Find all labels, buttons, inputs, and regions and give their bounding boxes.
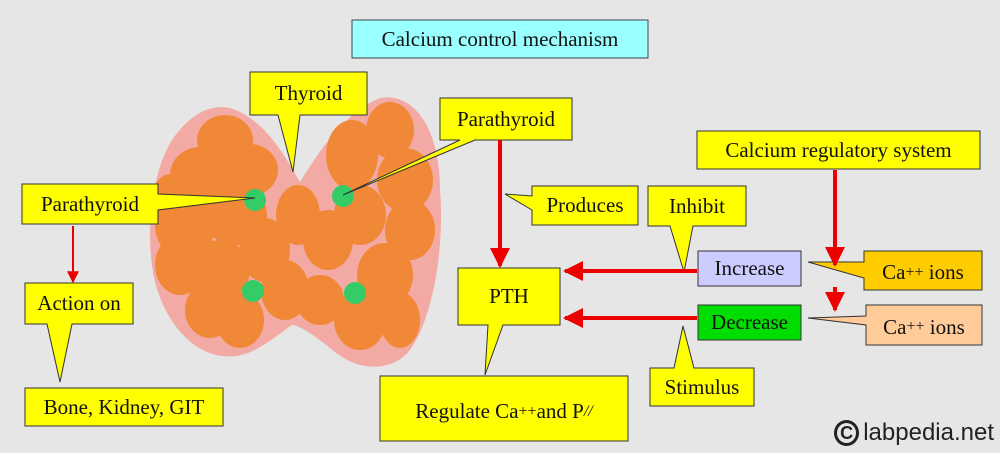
callout-inhibit-shape xyxy=(647,185,747,273)
label-thyroid: Thyroid xyxy=(274,81,343,105)
label-pth: PTH xyxy=(489,284,529,308)
label-ca-low: Ca++ ions xyxy=(883,314,965,339)
label-calcium-system: Calcium regulatory system xyxy=(725,137,952,162)
callout-parathyroid-left-shape xyxy=(21,183,256,225)
callout-regulate-shape xyxy=(379,375,629,442)
page-title: Calcium control mechanism xyxy=(381,26,619,51)
regulate-mid: and P xyxy=(536,399,584,423)
ca-low-suffix: ions xyxy=(924,314,965,339)
increase-box-shape xyxy=(697,250,802,287)
label-ca-high: Ca++ ions xyxy=(882,260,964,284)
ca-high-box-shape xyxy=(807,250,983,291)
callout-action-on-shape xyxy=(24,282,134,383)
callout-targets-shape xyxy=(24,387,224,427)
ca-high-prefix: Ca xyxy=(882,260,906,284)
label-parathyroid-top: Parathyroid xyxy=(457,106,555,131)
thyroid-lobes xyxy=(152,102,435,350)
callout-thyroid-shape xyxy=(249,71,368,173)
label-stimulus: Stimulus xyxy=(664,374,740,399)
callout-stimulus-shape xyxy=(649,325,755,407)
parathyroid-dot-top-right xyxy=(332,185,354,207)
label-increase: Increase xyxy=(714,256,785,280)
callout-calcium-system-shape xyxy=(696,130,981,170)
label-inhibit: Inhibit xyxy=(669,193,725,218)
callout-produces-shape xyxy=(504,185,639,226)
thyroid-gland xyxy=(150,97,442,367)
ca-high-suffix: ions xyxy=(923,260,964,284)
decrease-box-shape xyxy=(697,304,802,341)
callout-pth-shape xyxy=(457,267,561,376)
parathyroid-dot-bottom-left xyxy=(242,280,264,302)
label-action-on: Action on xyxy=(37,291,121,315)
parathyroid-dot-top-left xyxy=(244,189,266,211)
label-parathyroid-left: Parathyroid xyxy=(41,191,139,216)
regulate-prefix: Regulate Ca xyxy=(415,399,519,423)
label-decrease: Decrease xyxy=(711,310,788,334)
parathyroid-dot-bottom-right xyxy=(344,282,366,304)
label-regulate: Regulate Ca++and P// xyxy=(415,399,593,423)
watermark-text: labpedia.net xyxy=(863,419,994,446)
ca-low-box-shape xyxy=(807,304,983,346)
callout-parathyroid-top-shape xyxy=(342,97,573,196)
label-targets: Bone, Kidney, GIT xyxy=(43,394,205,419)
copyright-icon: C xyxy=(834,420,860,446)
ca-low-prefix: Ca xyxy=(883,314,907,339)
label-produces: Produces xyxy=(546,193,624,217)
title-box-shape xyxy=(351,19,649,59)
